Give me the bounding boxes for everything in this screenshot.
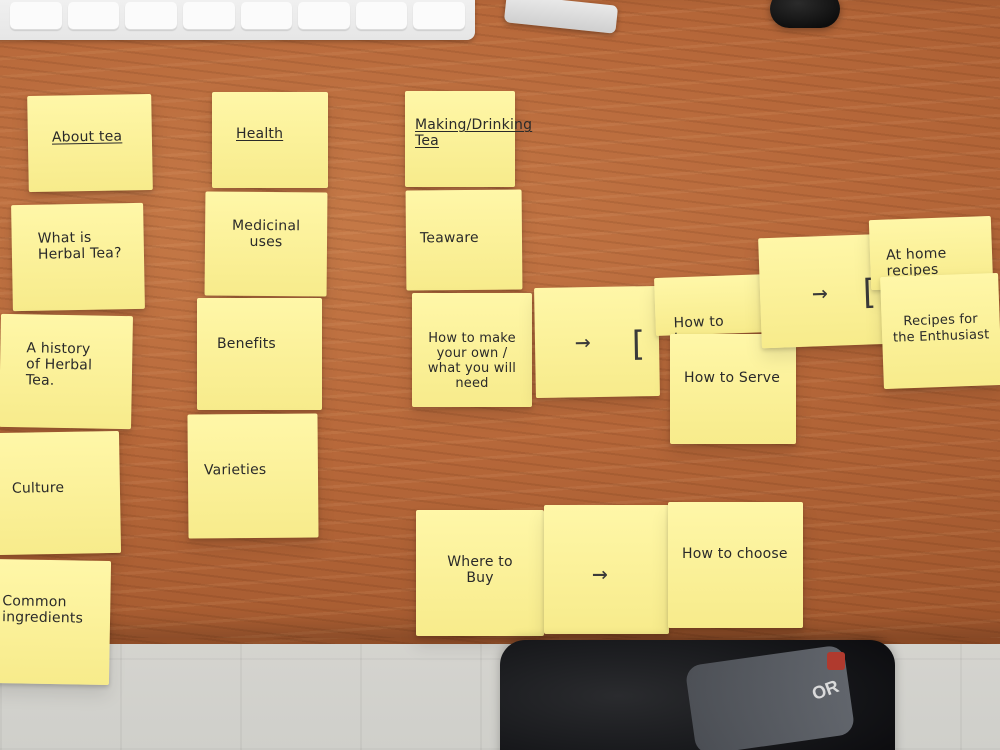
- sticky-note-arrow-bracket: → [: [534, 285, 660, 399]
- note-text-making-drinking-tea: Making/Drinking Tea: [415, 117, 533, 149]
- sticky-note-how-to-brew: How to brew: [654, 274, 771, 347]
- note-text-make-your-own: How to make your own / what you will nee…: [427, 331, 517, 391]
- sticky-note-about-tea: About tea: [27, 93, 153, 193]
- note-text-recipes-for-enthusiast: Recipes for the Enthusiast: [892, 311, 990, 346]
- note-text-medicinal-uses: Medicinal uses: [231, 217, 301, 251]
- sticky-note-benefits: Benefits: [197, 298, 322, 410]
- key: [298, 2, 350, 30]
- note-text-teaware: Teaware: [419, 229, 479, 247]
- sticky-note-history-of-herbal-tea: A history of Herbal Tea.: [0, 313, 133, 430]
- backpack-tag: [827, 652, 845, 670]
- sticky-note-recipes-for-enthusiast: Recipes for the Enthusiast: [880, 272, 1000, 390]
- sticky-note-common-ingredients: Common ingredients: [0, 558, 112, 686]
- note-text-what-is-herbal-tea: What is Herbal Tea?: [37, 229, 122, 263]
- key: [10, 2, 62, 30]
- arrow-icon: →: [574, 327, 591, 358]
- sticky-note-varieties: Varieties: [187, 413, 319, 539]
- key: [125, 2, 177, 30]
- key: [413, 2, 465, 30]
- computer-mouse: [770, 0, 840, 28]
- note-text-common-ingredients: Common ingredients: [1, 593, 84, 627]
- note-text-about-tea: About tea: [51, 128, 123, 146]
- keyboard: [0, 0, 475, 40]
- key: [355, 2, 408, 30]
- sticky-note-culture: Culture: [0, 430, 122, 556]
- note-text-how-to-serve: How to Serve: [684, 370, 781, 386]
- bracket-icon: [: [626, 324, 648, 365]
- note-text-where-to-buy: Where to Buy: [447, 554, 513, 586]
- key: [182, 2, 235, 30]
- key: [240, 2, 293, 30]
- arrow-icon: →: [592, 559, 608, 589]
- sticky-note-making-drinking-tea: Making/Drinking Tea: [405, 91, 533, 187]
- note-text-benefits: Benefits: [217, 336, 276, 352]
- sticky-note-how-to-choose: How to choose: [668, 502, 803, 628]
- key: [67, 2, 120, 30]
- sticky-note-where-to-buy: Where to Buy: [416, 510, 544, 636]
- sticky-note-medicinal-uses: Medicinal uses: [204, 191, 328, 297]
- sticky-note-arrow: →: [544, 505, 669, 634]
- keyboard-keys: [10, 2, 465, 30]
- sticky-note-make-your-own: How to make your own / what you will nee…: [412, 293, 532, 407]
- note-text-how-to-choose: How to choose: [682, 546, 788, 562]
- sticky-note-teaware: Teaware: [405, 189, 523, 291]
- note-text-culture: Culture: [11, 479, 65, 497]
- note-text-varieties: Varieties: [203, 461, 267, 479]
- sticky-note-what-is-herbal-tea: What is Herbal Tea?: [11, 202, 145, 312]
- note-text-history-of-herbal-tea: A history of Herbal Tea.: [25, 340, 93, 389]
- sticky-note-how-to-serve: How to Serve: [670, 334, 796, 444]
- note-text-health: Health: [236, 126, 284, 142]
- sticky-note-health: Health: [212, 92, 328, 188]
- arrow-icon: →: [811, 277, 829, 309]
